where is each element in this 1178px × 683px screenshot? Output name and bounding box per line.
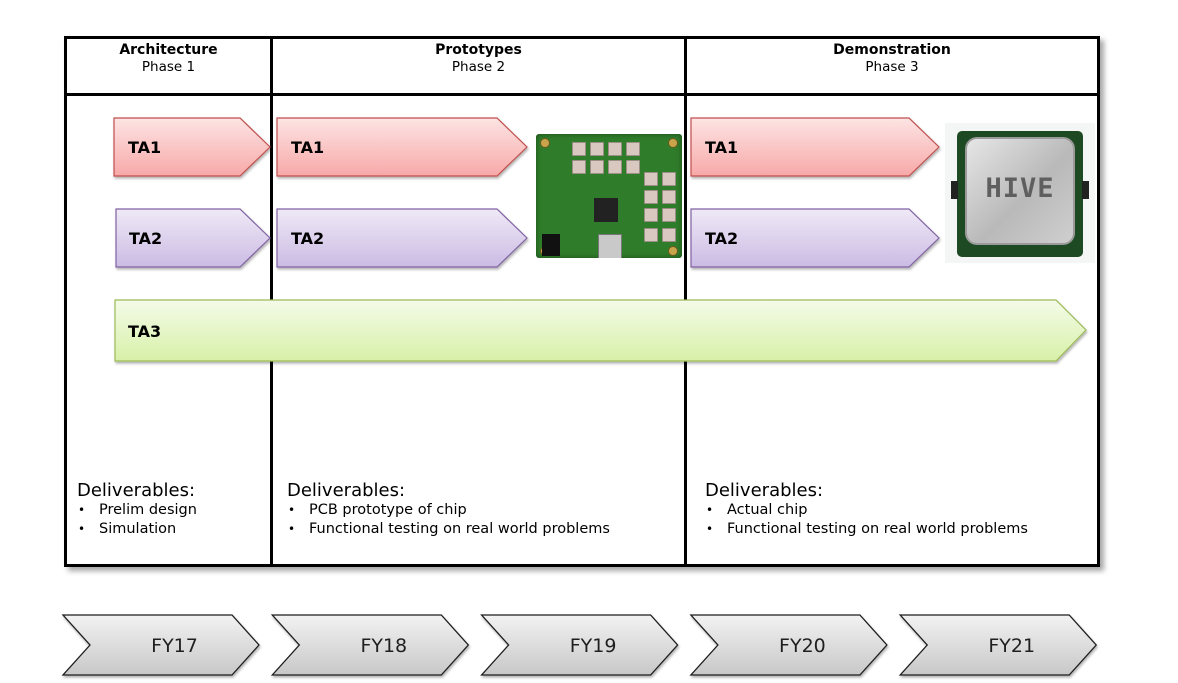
chip-clip: [1082, 181, 1089, 199]
fy-label: FY21: [988, 635, 1035, 657]
fy-label: FY20: [779, 635, 826, 657]
phase-3-header: Demonstration Phase 3: [687, 42, 1097, 76]
pcb-component: [662, 190, 676, 204]
pcb-component: [644, 172, 658, 186]
fy-label: FY18: [360, 635, 407, 657]
pcb-component: [662, 172, 676, 186]
ta3-label: TA3: [128, 322, 161, 341]
pcb-component: [572, 160, 586, 174]
ta1-label: TA1: [705, 138, 738, 157]
ta1-phase1-arrow: TA1: [113, 117, 271, 177]
phase-title: Demonstration: [833, 42, 951, 58]
pcb-component: [662, 228, 676, 242]
ta2-phase3-arrow: TA2: [690, 208, 940, 268]
mount-hole: [668, 138, 678, 148]
ta1-label: TA1: [128, 138, 161, 157]
pcb-component: [608, 160, 622, 174]
ta2-phase1-arrow: TA2: [115, 208, 271, 268]
deliverable-item: Functional testing on real world problem…: [705, 520, 1097, 539]
fy-chevron-fy19: FY19: [480, 614, 679, 676]
phase-2-deliverables: Deliverables: PCB prototype of chip Func…: [287, 480, 682, 539]
hive-chip-image: HIVE: [945, 123, 1095, 263]
pcb-power-jack: [542, 234, 560, 256]
ta2-label: TA2: [291, 229, 324, 248]
phase-1-header: Architecture Phase 1: [67, 42, 270, 76]
pcb-component: [590, 142, 604, 156]
deliverable-item: PCB prototype of chip: [287, 501, 682, 520]
header-divider: [64, 93, 1100, 96]
pcb-component: [608, 142, 622, 156]
deliverables-heading: Deliverables:: [705, 480, 824, 501]
phase-title: Prototypes: [435, 42, 522, 58]
chip-label: HIVE: [985, 173, 1055, 204]
chip-clip: [951, 181, 958, 199]
ta2-label: TA2: [705, 229, 738, 248]
mount-hole: [540, 138, 550, 148]
deliverables-heading: Deliverables:: [287, 480, 406, 501]
fy-chevron-shape: [270, 614, 470, 676]
fy-chevron-shape: [898, 614, 1098, 676]
phase-1-deliverables: Deliverables: Prelim design Simulation: [77, 480, 267, 539]
ta2-phase2-arrow: TA2: [276, 208, 528, 268]
fiscal-year-timeline: FY17 FY18 FY19 FY20 FY21: [61, 614, 1098, 676]
deliverable-item: Prelim design: [77, 501, 267, 520]
phase-subtitle: Phase 3: [865, 59, 919, 75]
fy-chevron-shape: [480, 614, 679, 676]
fy-chevron-fy20: FY20: [689, 614, 888, 676]
phase-title: Architecture: [119, 42, 218, 58]
pcb-component: [644, 190, 658, 204]
pcb-component: [644, 208, 658, 222]
pcb-usb-port: [598, 234, 622, 258]
fy-chevron-shape: [689, 614, 888, 676]
deliverables-heading: Deliverables:: [77, 480, 196, 501]
pcb-component: [626, 160, 640, 174]
ta1-label: TA1: [291, 138, 324, 157]
chip-lid: [965, 137, 1075, 245]
fy-chevron-fy21: FY21: [898, 614, 1098, 676]
fy-chevron-fy17: FY17: [61, 614, 260, 676]
pcb-prototype-image: [536, 134, 682, 258]
ta1-phase2-arrow: TA1: [276, 117, 528, 177]
phase-2-header: Prototypes Phase 2: [273, 42, 684, 76]
ta1-phase3-arrow: TA1: [690, 117, 940, 177]
fy-chevron-shape: [61, 614, 260, 676]
fy-label: FY17: [151, 635, 198, 657]
ta3-arrow: TA3: [114, 299, 1087, 362]
deliverable-item: Functional testing on real world problem…: [287, 520, 682, 539]
fy-chevron-fy18: FY18: [270, 614, 470, 676]
pcb-component: [662, 208, 676, 222]
ta2-label: TA2: [129, 229, 162, 248]
mount-hole: [668, 246, 678, 256]
phase-3-deliverables: Deliverables: Actual chip Functional tes…: [705, 480, 1097, 539]
pcb-component: [590, 160, 604, 174]
pcb-processor: [594, 198, 618, 222]
deliverable-item: Actual chip: [705, 501, 1097, 520]
deliverable-item: Simulation: [77, 520, 267, 539]
pcb-component: [644, 228, 658, 242]
phase-subtitle: Phase 2: [451, 59, 506, 75]
fy-label: FY19: [570, 635, 617, 657]
pcb-component: [572, 142, 586, 156]
pcb-component: [626, 142, 640, 156]
phase-subtitle: Phase 1: [141, 59, 196, 75]
